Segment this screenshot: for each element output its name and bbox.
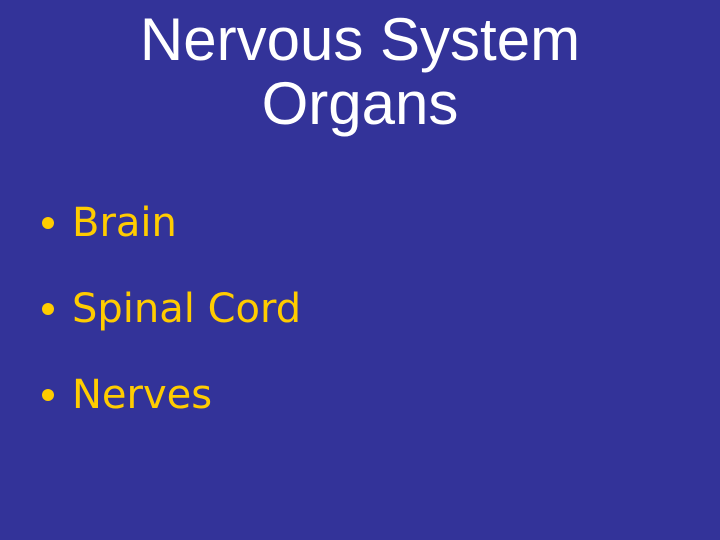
bullet-dot-icon	[42, 303, 54, 315]
slide-title: Nervous System Organs	[60, 8, 660, 136]
bullet-text: Nerves	[72, 372, 213, 418]
bullet-list: Brain Spinal Cord Nerves	[42, 180, 301, 438]
bullet-dot-icon	[42, 217, 54, 229]
slide-title-line-1: Nervous System	[139, 6, 581, 73]
bullet-item-spinal-cord: Spinal Cord	[42, 266, 301, 352]
slide-title-line-2: Organs	[261, 70, 459, 137]
bullet-dot-icon	[42, 389, 54, 401]
bullet-text: Brain	[72, 200, 177, 246]
bullet-item-brain: Brain	[42, 180, 301, 266]
bullet-item-nerves: Nerves	[42, 352, 301, 438]
bullet-text: Spinal Cord	[72, 286, 302, 332]
